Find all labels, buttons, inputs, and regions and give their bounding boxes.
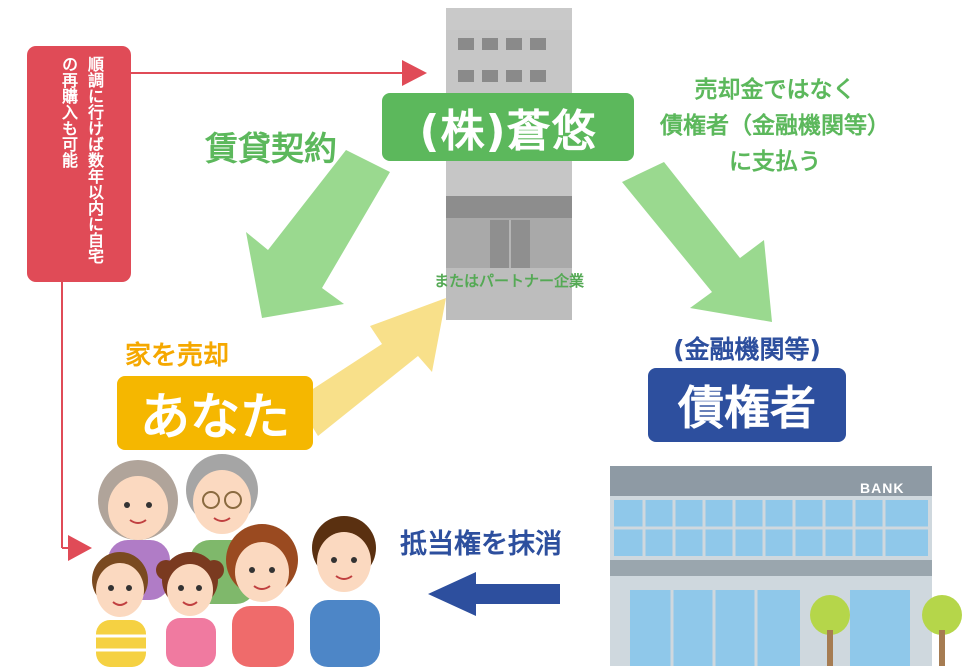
red-arrowhead-bottom [68, 535, 92, 561]
repurchase-note-text: 順調に行けば数年以内に自宅の再購入も可能 [59, 56, 104, 264]
mortgage-cancel-label: 抵当権を抹消 [400, 529, 562, 560]
creditor-subtitle: (金融機関等) [673, 335, 821, 364]
father-figure [310, 516, 380, 667]
bank-sign: BANK [860, 480, 905, 496]
red-arrowhead-top [402, 60, 427, 86]
repurchase-note-box: 順調に行けば数年以内に自宅の再購入も可能 [27, 46, 131, 282]
sell-arrow [296, 298, 446, 436]
lease-contract-label: 賃貸契約 [205, 129, 337, 168]
creditor-box: 債権者 [648, 368, 846, 442]
mortgage-arrow [428, 572, 560, 616]
lease-arrow [246, 150, 390, 318]
payment-note-line-1: 売却金ではなく [694, 77, 856, 103]
payment-note-line-3: に支払う [729, 149, 821, 175]
sell-house-label: 家を売却 [125, 341, 230, 371]
partner-company-text: またはパートナー企業 [433, 272, 584, 290]
company-name-box: (株)蒼悠 [382, 93, 634, 161]
payment-note: 売却金ではなく 債権者（金融機関等） に支払う [650, 72, 900, 180]
payment-note-line-2: 債権者（金融機関等） [660, 113, 890, 139]
mother-figure [226, 524, 298, 667]
child-girl-figure [156, 552, 224, 667]
family-illustration [92, 454, 380, 667]
you-box: あなた [117, 376, 313, 450]
red-flow-lines [61, 60, 427, 561]
bank-building [610, 466, 962, 666]
child-boy-figure [92, 552, 148, 667]
payment-arrow [622, 162, 772, 322]
